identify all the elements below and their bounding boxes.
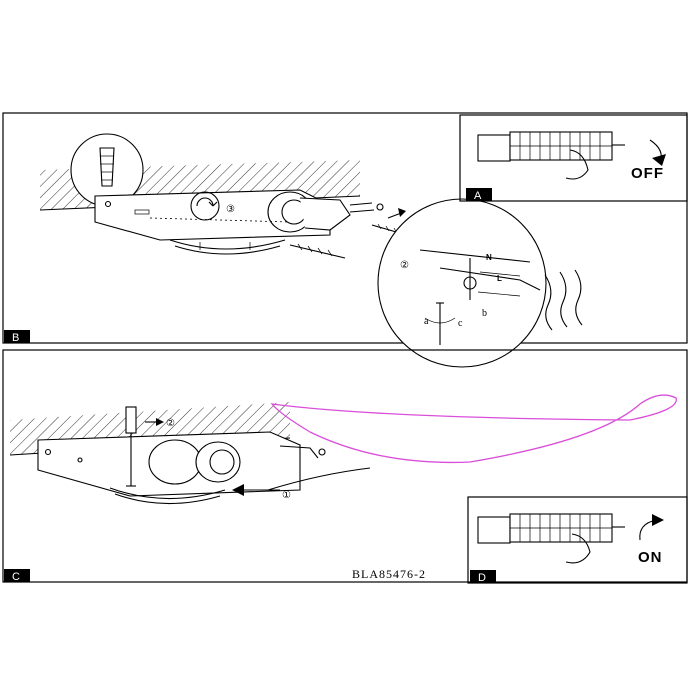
panel-d: ON D (467, 496, 688, 584)
panel-c: ② ① BLA85476-2 C (2, 349, 688, 583)
lamp-socket (267, 191, 384, 233)
panel-b: ① ③ ② N L a b c B (2, 112, 688, 368)
step-callout-2: ② (400, 260, 409, 271)
breaker-strip-d (477, 513, 625, 544)
rotate-arrow-icon (267, 467, 371, 491)
panel-a-badge-bg (466, 188, 492, 201)
hand-a (565, 149, 589, 180)
wire-label-l: L (497, 274, 502, 283)
step-callout-1-c: ① (282, 490, 291, 501)
state-label-on: ON (638, 549, 663, 566)
panel-a-frame (459, 114, 688, 202)
annotation-highlight (270, 394, 677, 464)
panel-a-badge: A (474, 190, 482, 202)
document-code: BLA85476-2 (352, 567, 426, 581)
wire-label-n: N (486, 253, 492, 262)
mains-wires (544, 269, 583, 331)
panel-c-badge: C (12, 571, 20, 583)
base-disc-c (109, 487, 226, 505)
panel-d-frame (467, 496, 688, 584)
base-disc (169, 239, 286, 255)
screw-label-b: b (482, 308, 487, 319)
wiring-detail: ② N L a b c (377, 198, 547, 368)
panel-c-badge-bg (4, 569, 30, 582)
mounting-bracket-c (37, 431, 326, 497)
hand-d (565, 533, 591, 564)
screw-1 (289, 243, 346, 259)
panel-b-frame (2, 112, 688, 344)
panel-d-badge: D (478, 572, 486, 584)
panel-c-frame (2, 349, 688, 583)
panel-d-badge-bg (470, 570, 496, 583)
breaker-strip-a (477, 131, 625, 162)
screw-label-a: a (424, 316, 429, 327)
panel-a: OFF A (459, 114, 688, 202)
wall-plug-detail (70, 133, 144, 207)
state-label-off: OFF (631, 165, 664, 182)
step-callout-3: ③ (226, 204, 235, 215)
panel-b-badge-bg (4, 330, 30, 343)
step-callout-2-c: ② (166, 418, 175, 429)
screwdriver (125, 406, 137, 487)
screw-label-c: c (458, 318, 463, 329)
panel-b-badge: B (12, 332, 19, 344)
